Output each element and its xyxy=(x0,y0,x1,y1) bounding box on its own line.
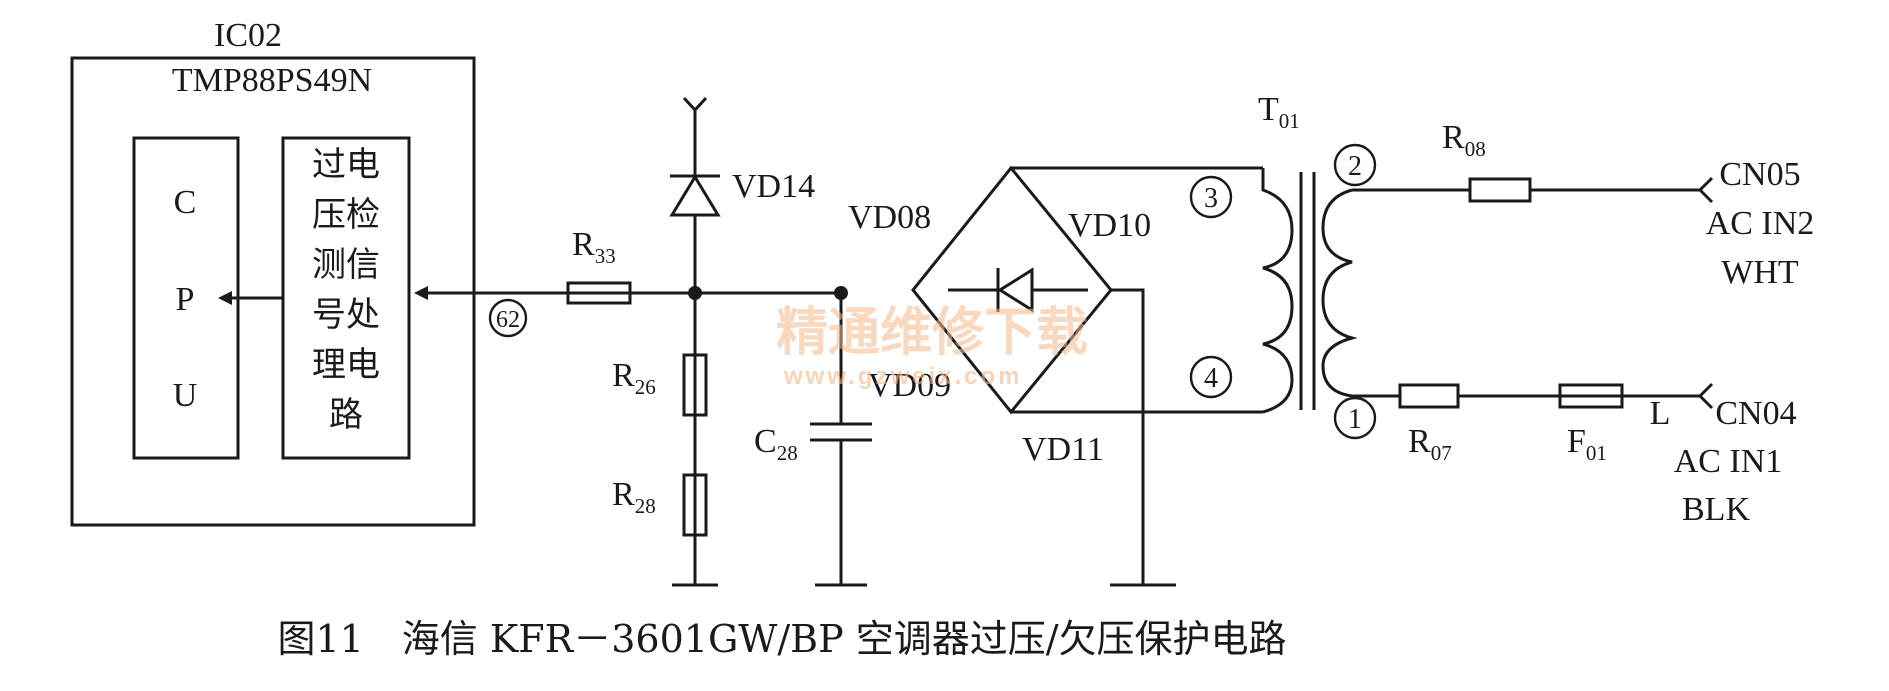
arrow-to-cpu xyxy=(218,291,283,305)
detector-text-line-1: 过电 xyxy=(312,145,380,185)
r26-label: R26 xyxy=(612,357,656,399)
r28-label: R28 xyxy=(612,476,656,518)
detector-text-line-5: 理电 xyxy=(312,345,380,385)
cpu-letter-u: U xyxy=(173,377,198,414)
pin-3-label: 3 xyxy=(1204,183,1218,214)
detector-text-line-3: 测信 xyxy=(312,245,380,285)
resistor-r07 xyxy=(1398,383,1460,409)
cn05-terminal-icon xyxy=(1698,176,1714,204)
detector-text-line-4: 号处 xyxy=(312,295,380,335)
resistor-r28 xyxy=(682,473,708,537)
resistor-r08 xyxy=(1468,177,1532,203)
cn04-label: CN04 xyxy=(1715,395,1796,432)
transformer-primary-coil xyxy=(1321,188,1358,398)
ic02-box xyxy=(70,56,476,527)
detector-text-line-6: 路 xyxy=(329,395,363,435)
cn05-ac-in2-label: AC IN2 xyxy=(1706,205,1815,242)
r07-label: R07 xyxy=(1408,423,1452,465)
cn04-ac-in1-label: AC IN1 xyxy=(1674,443,1783,480)
cpu-letter-c: C xyxy=(174,184,197,221)
pin-62-label: 62 xyxy=(496,307,520,333)
pin-4-circle xyxy=(1189,355,1233,399)
figure-caption: 图11 海信 KFR－3601GW/BP 空调器过压/欠压保护电路 xyxy=(277,617,1286,661)
pin-1-circle xyxy=(1333,396,1377,440)
vd08-label: VD08 xyxy=(848,199,931,236)
t01-label: T01 xyxy=(1258,91,1300,133)
resistor-r26 xyxy=(682,353,708,417)
pin-3-circle xyxy=(1189,175,1233,219)
pin-2-circle xyxy=(1333,143,1377,187)
cn05-wht-label: WHT xyxy=(1721,254,1799,291)
pin-62-circle xyxy=(488,298,528,338)
cn04-l-label: L xyxy=(1650,395,1671,432)
diode-vd14 xyxy=(669,174,721,217)
bridge-diode-symbol xyxy=(948,267,1088,313)
transformer-secondary-coil xyxy=(1261,168,1294,414)
cn05-label: CN05 xyxy=(1719,156,1800,193)
vd09-label: VD09 xyxy=(868,367,951,404)
watermark-text: 精通维修下载 xyxy=(776,303,1088,363)
f01-label: F01 xyxy=(1567,423,1607,465)
ic02-part-number: TMP88PS49N xyxy=(172,62,372,99)
r33-label: R33 xyxy=(572,226,616,268)
watermark-url: www.gzweix.com xyxy=(783,363,1023,390)
bridge-ground-wire xyxy=(1111,288,1145,585)
vcc-arrow-icon xyxy=(682,96,708,112)
vd10-label: VD10 xyxy=(1068,207,1151,244)
pin-2-label: 2 xyxy=(1348,151,1362,182)
vd11-label: VD11 xyxy=(1022,431,1104,468)
cpu-letter-p: P xyxy=(176,281,195,318)
pin-4-label: 4 xyxy=(1204,363,1218,394)
cn04-blk-label: BLK xyxy=(1682,491,1750,528)
detector-text-line-2: 压检 xyxy=(312,195,380,235)
vd14-label: VD14 xyxy=(732,168,815,205)
ic02-label: IC02 xyxy=(214,17,282,54)
c28-label: C28 xyxy=(754,423,798,465)
pin-1-label: 1 xyxy=(1348,404,1362,435)
r08-label: R08 xyxy=(1442,119,1486,161)
cn04-terminal-icon xyxy=(1698,382,1714,410)
